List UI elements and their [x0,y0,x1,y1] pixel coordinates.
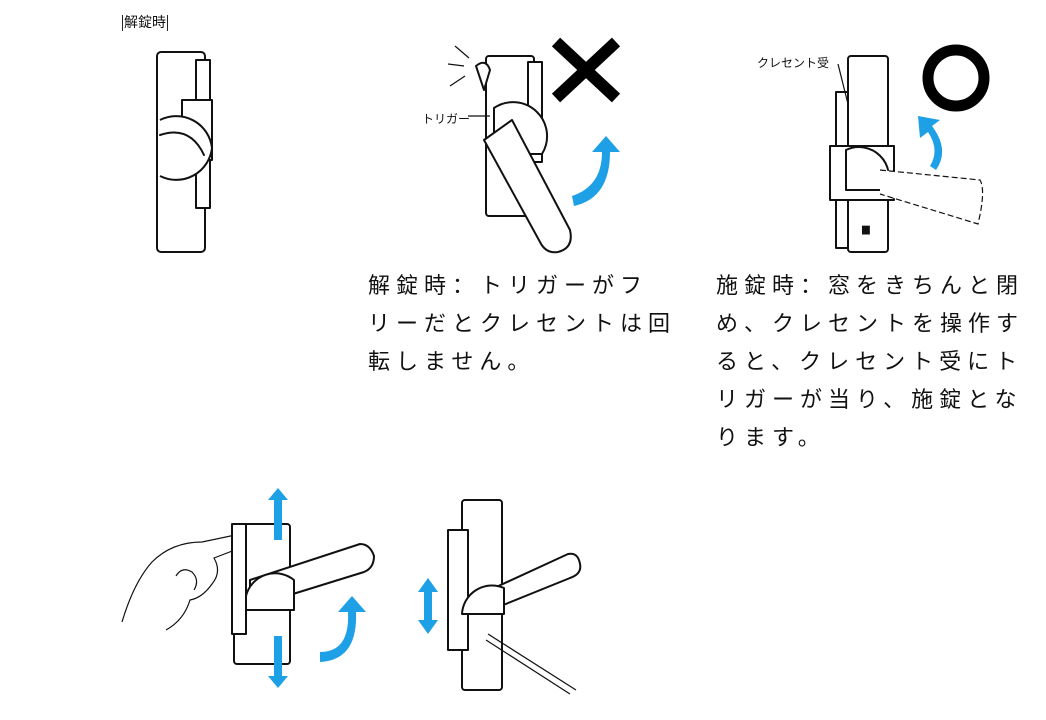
trigger-label: トリガー [422,112,471,126]
svg-text:▆: ▆ [861,224,870,235]
trigger-free-illustration [447,45,620,254]
state-label: 解錠時 [122,15,168,31]
keeper-label: クレセント受 [757,56,830,70]
release-operation-illustration [121,488,375,688]
caption-locking: 施錠時：窓をきちんと閉 め、クレセントを操作す ると、クレセント受にト リガーが… [716,274,1025,451]
crescent-unlocked-illustration [156,51,213,253]
locking-illustration: ▆ [829,55,984,253]
ok-circle-icon [922,44,990,112]
adjustment-illustration [418,499,582,695]
caption-unlocked: 解錠時：トリガーがフ リーだとクレセントは回 転しません。 [368,274,677,375]
ng-cross-icon [551,37,621,103]
